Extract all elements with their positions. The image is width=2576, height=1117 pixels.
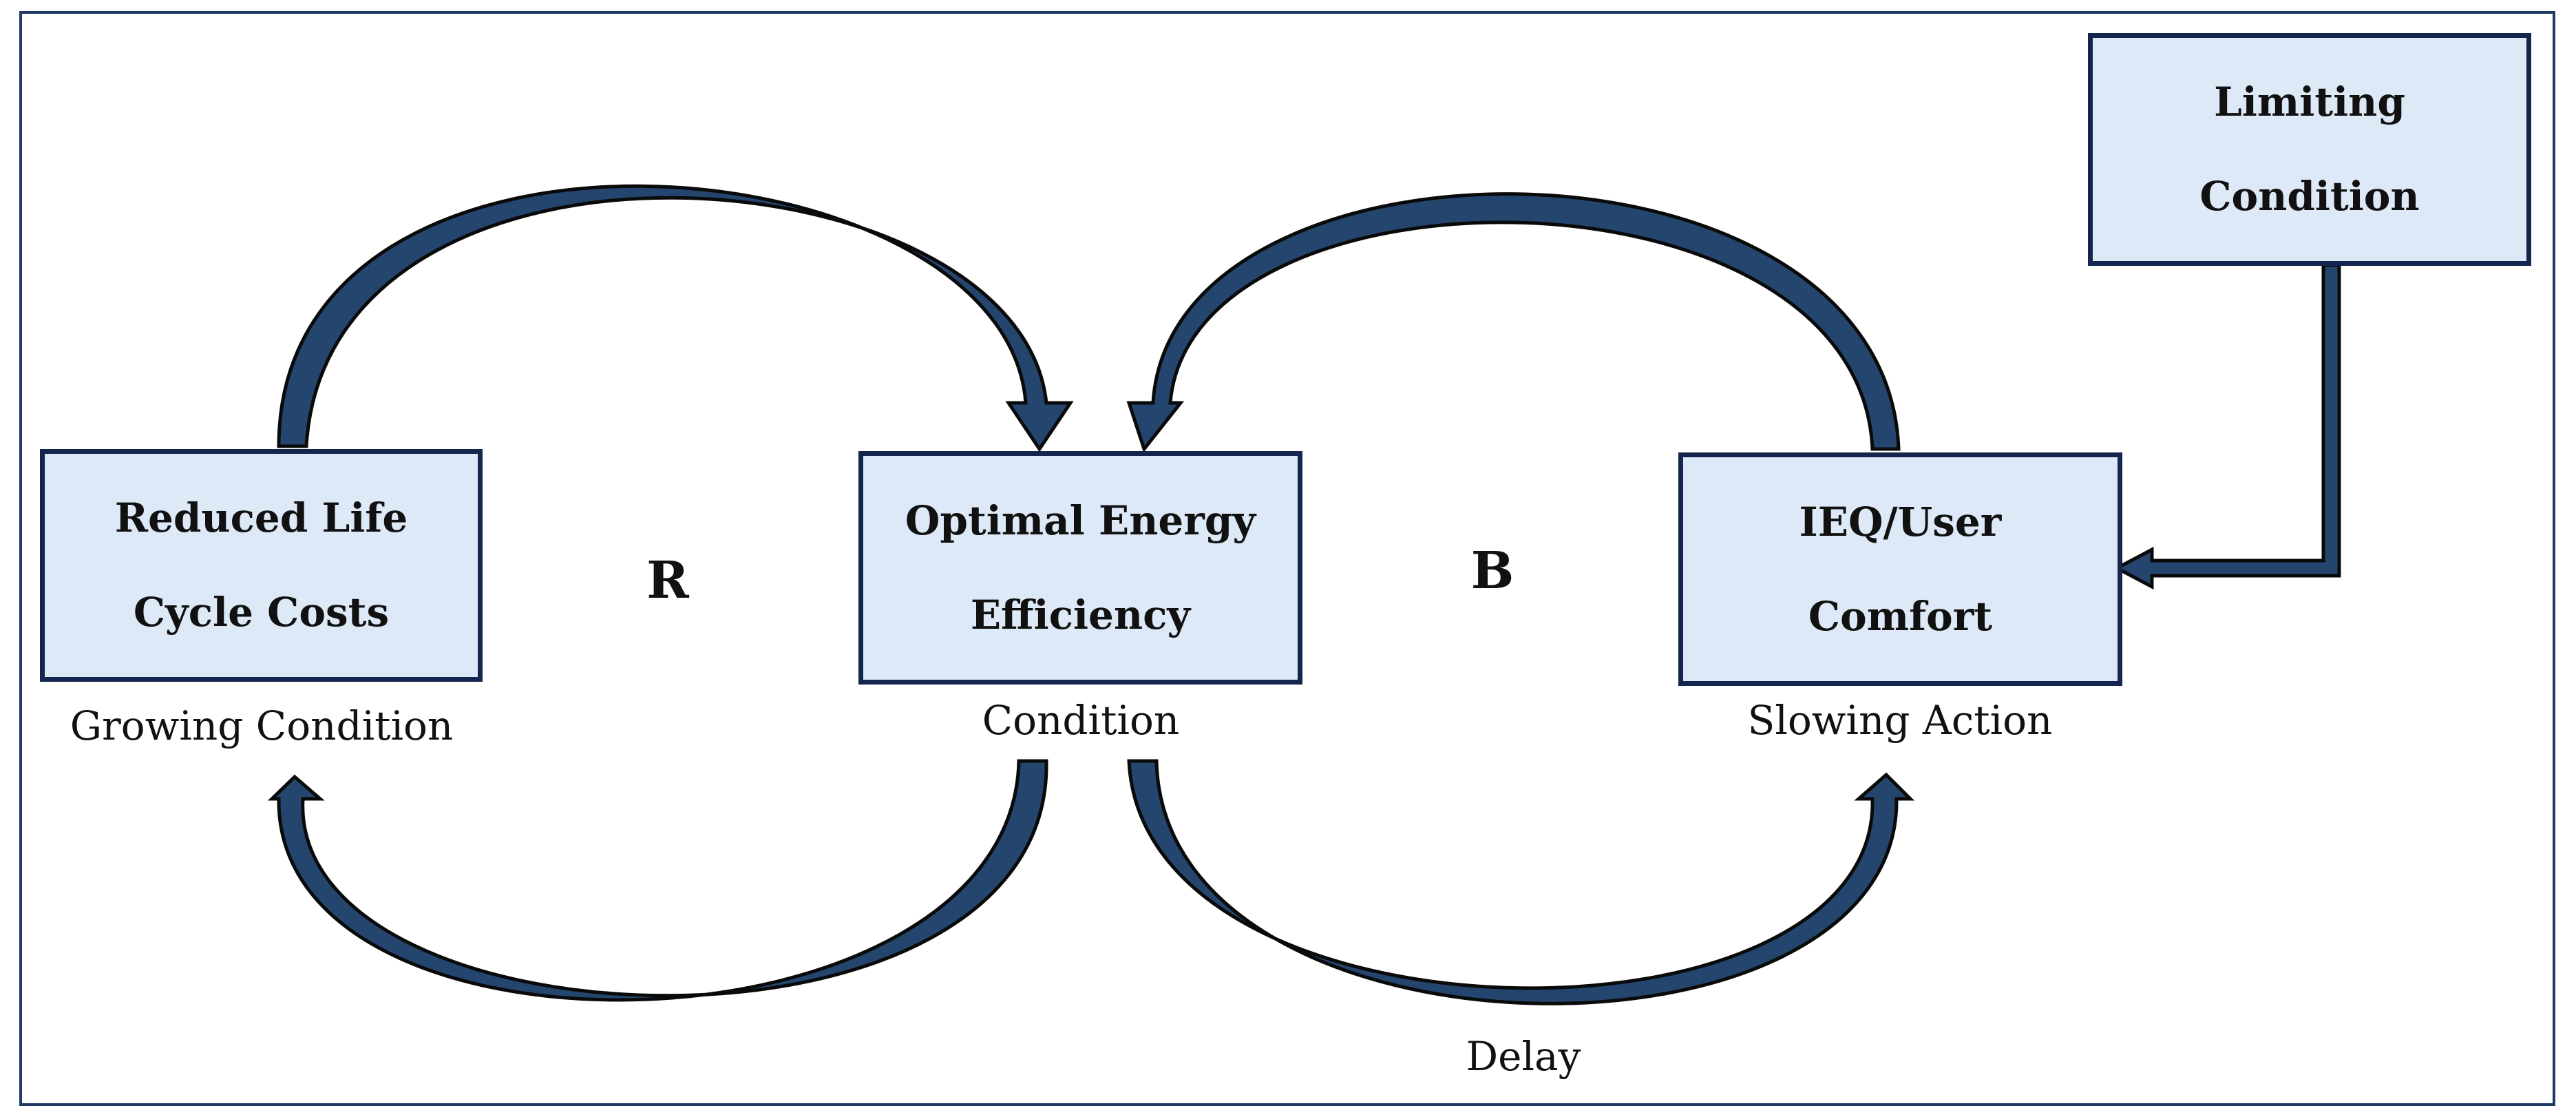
node-label-line2: Comfort <box>1808 592 1993 640</box>
arrow-comfort-to-efficiency <box>1126 192 1901 453</box>
loop-label-reinforcing: R <box>646 551 689 610</box>
arrow-efficiency-to-comfort <box>1127 759 1915 1005</box>
loop-label-balancing: B <box>1470 541 1514 601</box>
diagram-frame <box>19 11 2555 1106</box>
arrow-limiting-to-comfort <box>2113 263 2341 590</box>
node-label-line1: Reduced Life <box>114 494 408 541</box>
node-reduced-life-cycle-costs: Reduced Life Cycle Costs <box>40 449 483 682</box>
arrow-efficiency-to-costs <box>267 759 1048 1002</box>
node-label-line2: Cycle Costs <box>133 589 390 636</box>
node-label-line1: Optimal Energy <box>905 497 1256 544</box>
caption-slowing-action: Slowing Action <box>1747 697 2053 744</box>
node-limiting-condition: Limiting Condition <box>2088 33 2531 266</box>
node-label-line1: IEQ/User <box>1799 498 2002 545</box>
caption-growing-condition: Growing Condition <box>70 702 454 749</box>
caption-condition: Condition <box>982 697 1180 744</box>
node-label-line2: Efficiency <box>970 591 1191 638</box>
arrow-costs-to-efficiency <box>277 184 1074 452</box>
label-delay: Delay <box>1466 1033 1581 1080</box>
node-ieq-user-comfort: IEQ/User Comfort <box>1678 452 2122 686</box>
node-optimal-energy-efficiency: Optimal Energy Efficiency <box>858 451 1302 685</box>
node-label-line1: Limiting <box>2214 79 2405 125</box>
node-label-line2: Condition <box>2199 173 2420 220</box>
